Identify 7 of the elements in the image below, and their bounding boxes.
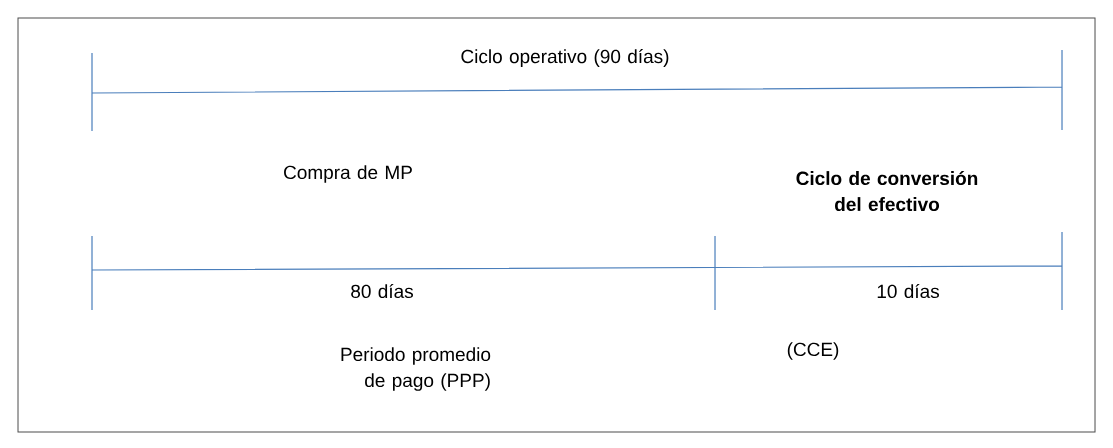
label: Ciclo operativo (90 días) <box>461 49 669 67</box>
label: Compra de MP <box>284 165 412 183</box>
label: 80 días <box>351 283 413 299</box>
label: (CCE) <box>787 342 839 360</box>
label: Periodo promedio de pago (PPP) <box>341 347 491 391</box>
label: 10 días <box>877 283 939 299</box>
label: Ciclo de conversión del efectivo <box>796 170 978 212</box>
